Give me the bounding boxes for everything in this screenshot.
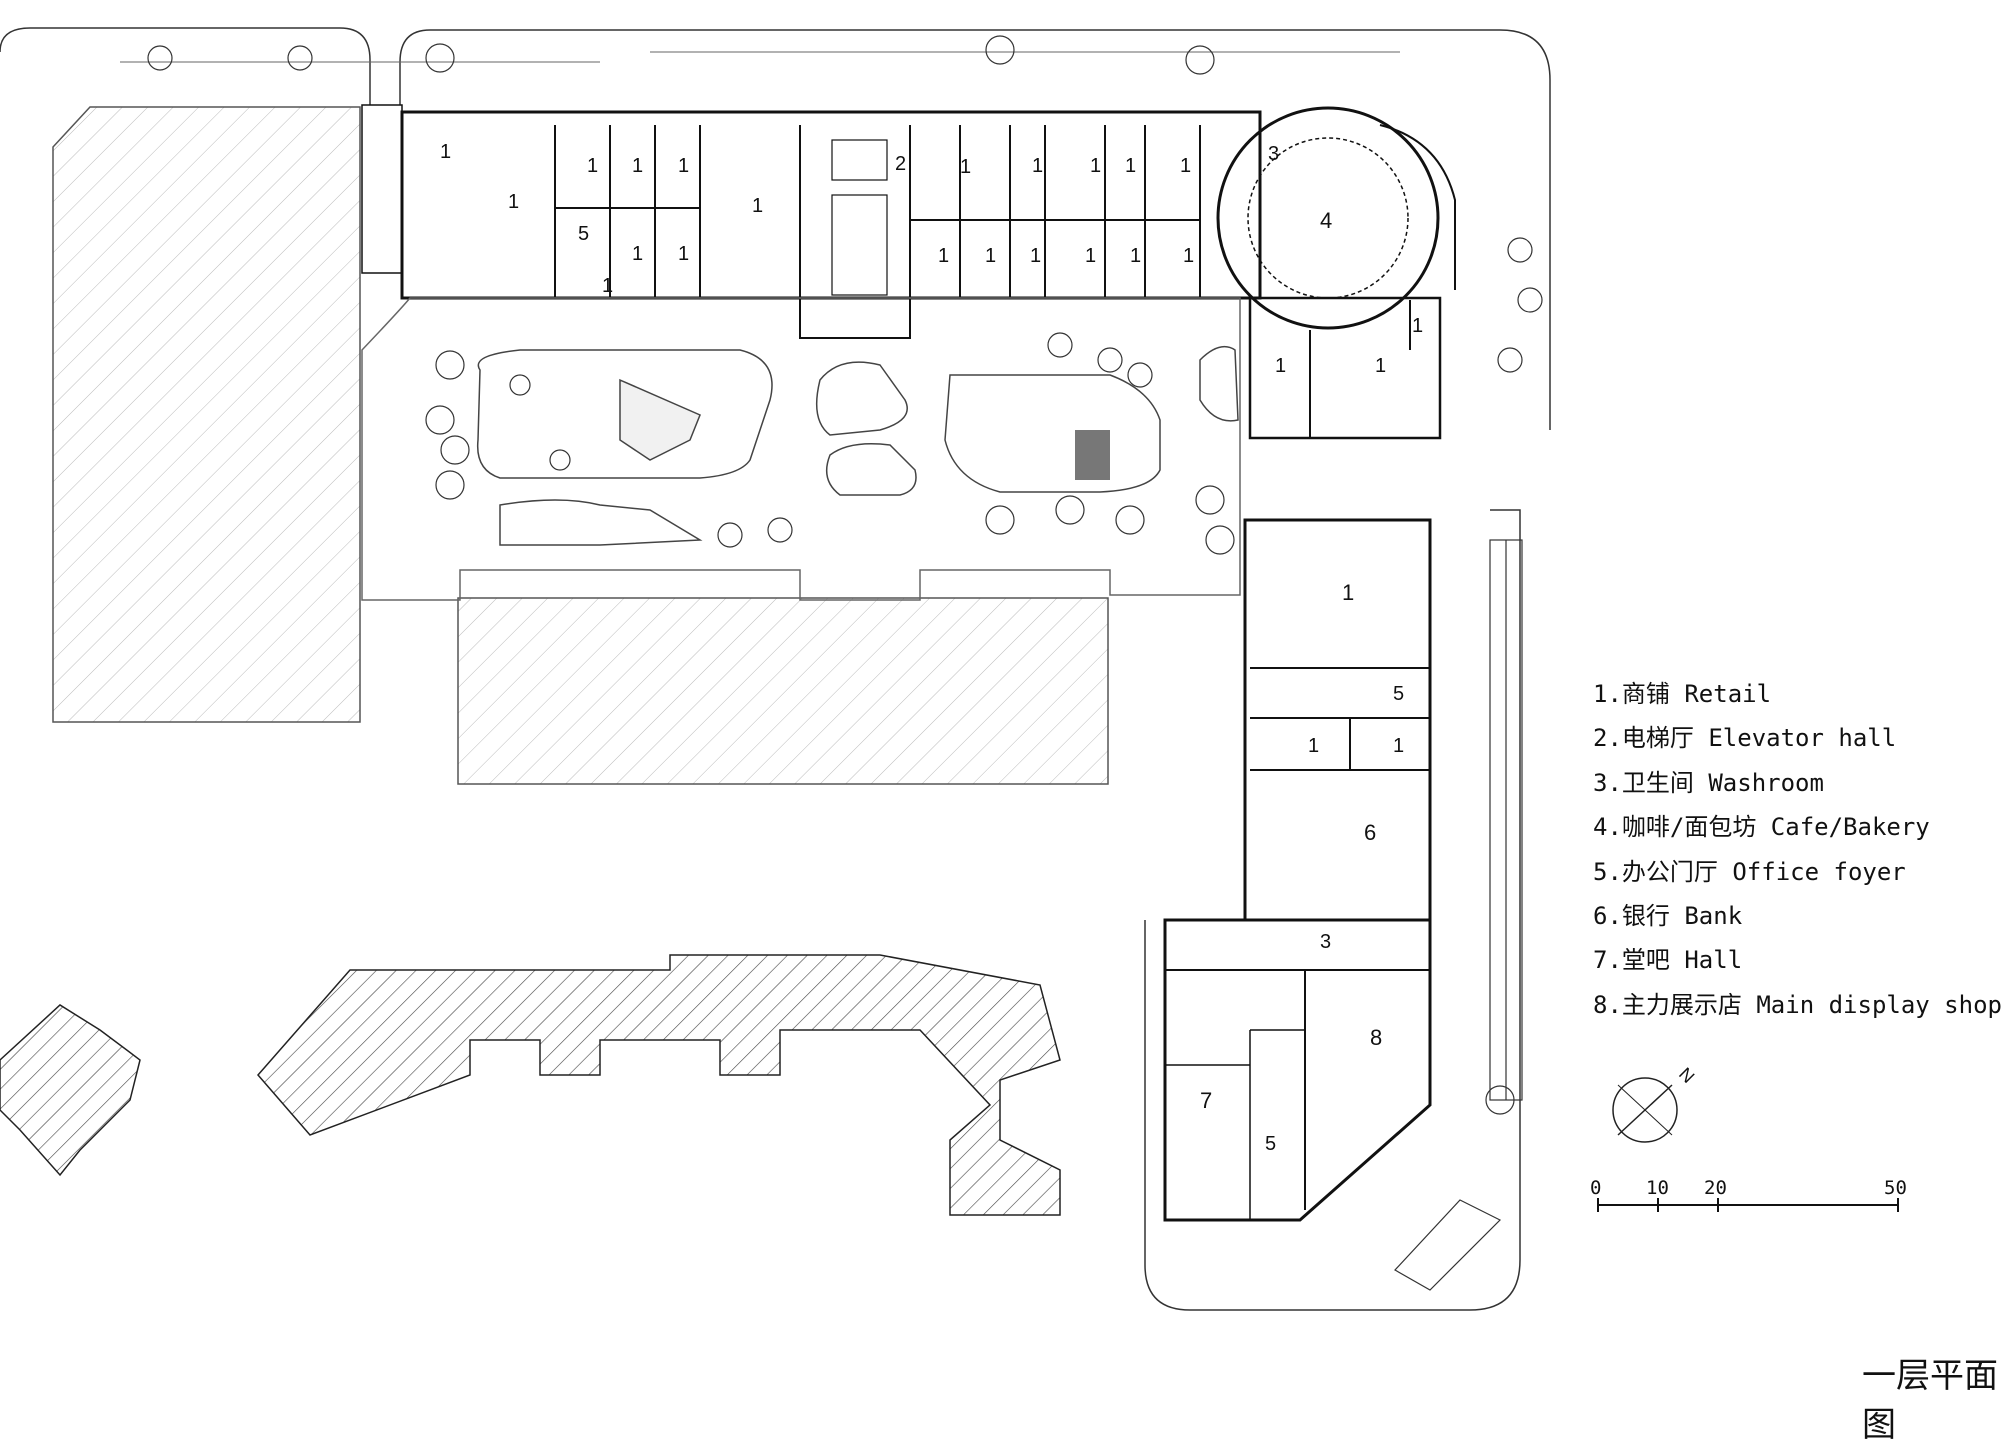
room-label-retail: 1: [985, 245, 996, 267]
legend-item-office-foyer: 5.办公门厅 Office foyer: [1593, 857, 1906, 886]
legend-item-hall: 7.堂吧 Hall: [1593, 946, 1743, 975]
room-label-washroom: 3: [1320, 931, 1331, 953]
north-retail-wing: [361, 104, 1262, 339]
room-label-retail: 1: [678, 243, 689, 265]
floor-plan-drawing: 1 1 1 1 1 5 1 1 1 1 2 1 1 1 1 1 1 1 1 1 …: [0, 27, 1899, 1311]
scale-label-0: 0: [1590, 1177, 1602, 1199]
adjacent-buildings: [0, 106, 1109, 1216]
room-label-retail: 1: [632, 155, 643, 177]
room-label-retail: 1: [1375, 355, 1386, 377]
legend-item-bank: 6.银行 Bank: [1593, 901, 1743, 930]
east-sidewalk: [1394, 539, 1523, 1291]
room-label-retail: 1: [1275, 355, 1286, 377]
room-label-office-foyer: 5: [1265, 1133, 1276, 1155]
scale-bar: [1597, 1198, 1899, 1212]
room-label-retail: 1: [1125, 155, 1136, 177]
courtyard-landscape: [361, 297, 1241, 601]
legend-item-cafe-bakery: 4.咖啡/面包坊 Cafe/Bakery: [1593, 813, 1930, 842]
room-label-retail: 1: [678, 155, 689, 177]
room-label-retail: 1: [938, 245, 949, 267]
scale-label-50: 50: [1884, 1177, 1907, 1199]
room-label-retail: 1: [1342, 580, 1354, 605]
legend-item-washroom: 3.卫生间 Washroom: [1593, 768, 1824, 797]
scale-label-20: 20: [1704, 1177, 1727, 1199]
room-label-bank: 6: [1364, 820, 1376, 845]
room-label-retail: 1: [752, 195, 763, 217]
room-label-elevator-hall: 2: [895, 153, 906, 175]
north-arrow-label: N: [1675, 1064, 1698, 1087]
room-labels: 1 1 1 1 1 5 1 1 1 1 2 1 1 1 1 1 1 1 1 1 …: [440, 141, 1423, 1155]
east-wing: [1163, 296, 1442, 1222]
room-label-retail: 1: [602, 275, 613, 297]
room-label-retail: 1: [1030, 245, 1041, 267]
drawing-title: 一层平面图: [1862, 1356, 1998, 1445]
cafe-rotunda: [1216, 106, 1456, 330]
room-label-retail: 1: [440, 141, 451, 163]
room-label-retail: 1: [1183, 245, 1194, 267]
room-label-main-display-shop: 8: [1370, 1025, 1382, 1050]
north-arrow: N: [1612, 1064, 1698, 1143]
room-label-washroom: 3: [1268, 143, 1279, 165]
scale-label-10: 10: [1646, 1177, 1669, 1199]
room-label-retail: 1: [1308, 735, 1319, 757]
room-label-retail: 1: [960, 156, 971, 178]
room-label-retail: 1: [508, 191, 519, 213]
legend: 1.商铺 Retail 2.电梯厅 Elevator hall 3.卫生间 Wa…: [1593, 672, 2002, 1027]
room-label-office-foyer: 5: [1393, 683, 1404, 705]
room-label-retail: 1: [632, 243, 643, 265]
room-label-office-foyer: 5: [578, 223, 589, 245]
room-label-retail: 1: [1032, 155, 1043, 177]
room-label-retail: 1: [1130, 245, 1141, 267]
tree-plantings: [147, 35, 1543, 1115]
room-label-retail: 1: [1090, 155, 1101, 177]
legend-item-main-display-shop: 8.主力展示店 Main display shop: [1593, 990, 2002, 1019]
room-label-retail: 1: [1393, 735, 1404, 757]
legend-item-elevator-hall: 2.电梯厅 Elevator hall: [1593, 724, 1897, 753]
room-label-retail: 1: [1085, 245, 1096, 267]
room-label-retail: 1: [1412, 315, 1423, 337]
room-label-retail: 1: [587, 155, 598, 177]
legend-item-retail: 1.商铺 Retail: [1593, 680, 1772, 708]
room-label-cafe-bakery: 4: [1320, 208, 1332, 233]
room-label-hall: 7: [1200, 1088, 1212, 1113]
room-label-retail: 1: [1180, 155, 1191, 177]
site-boundary: [0, 27, 1551, 1311]
